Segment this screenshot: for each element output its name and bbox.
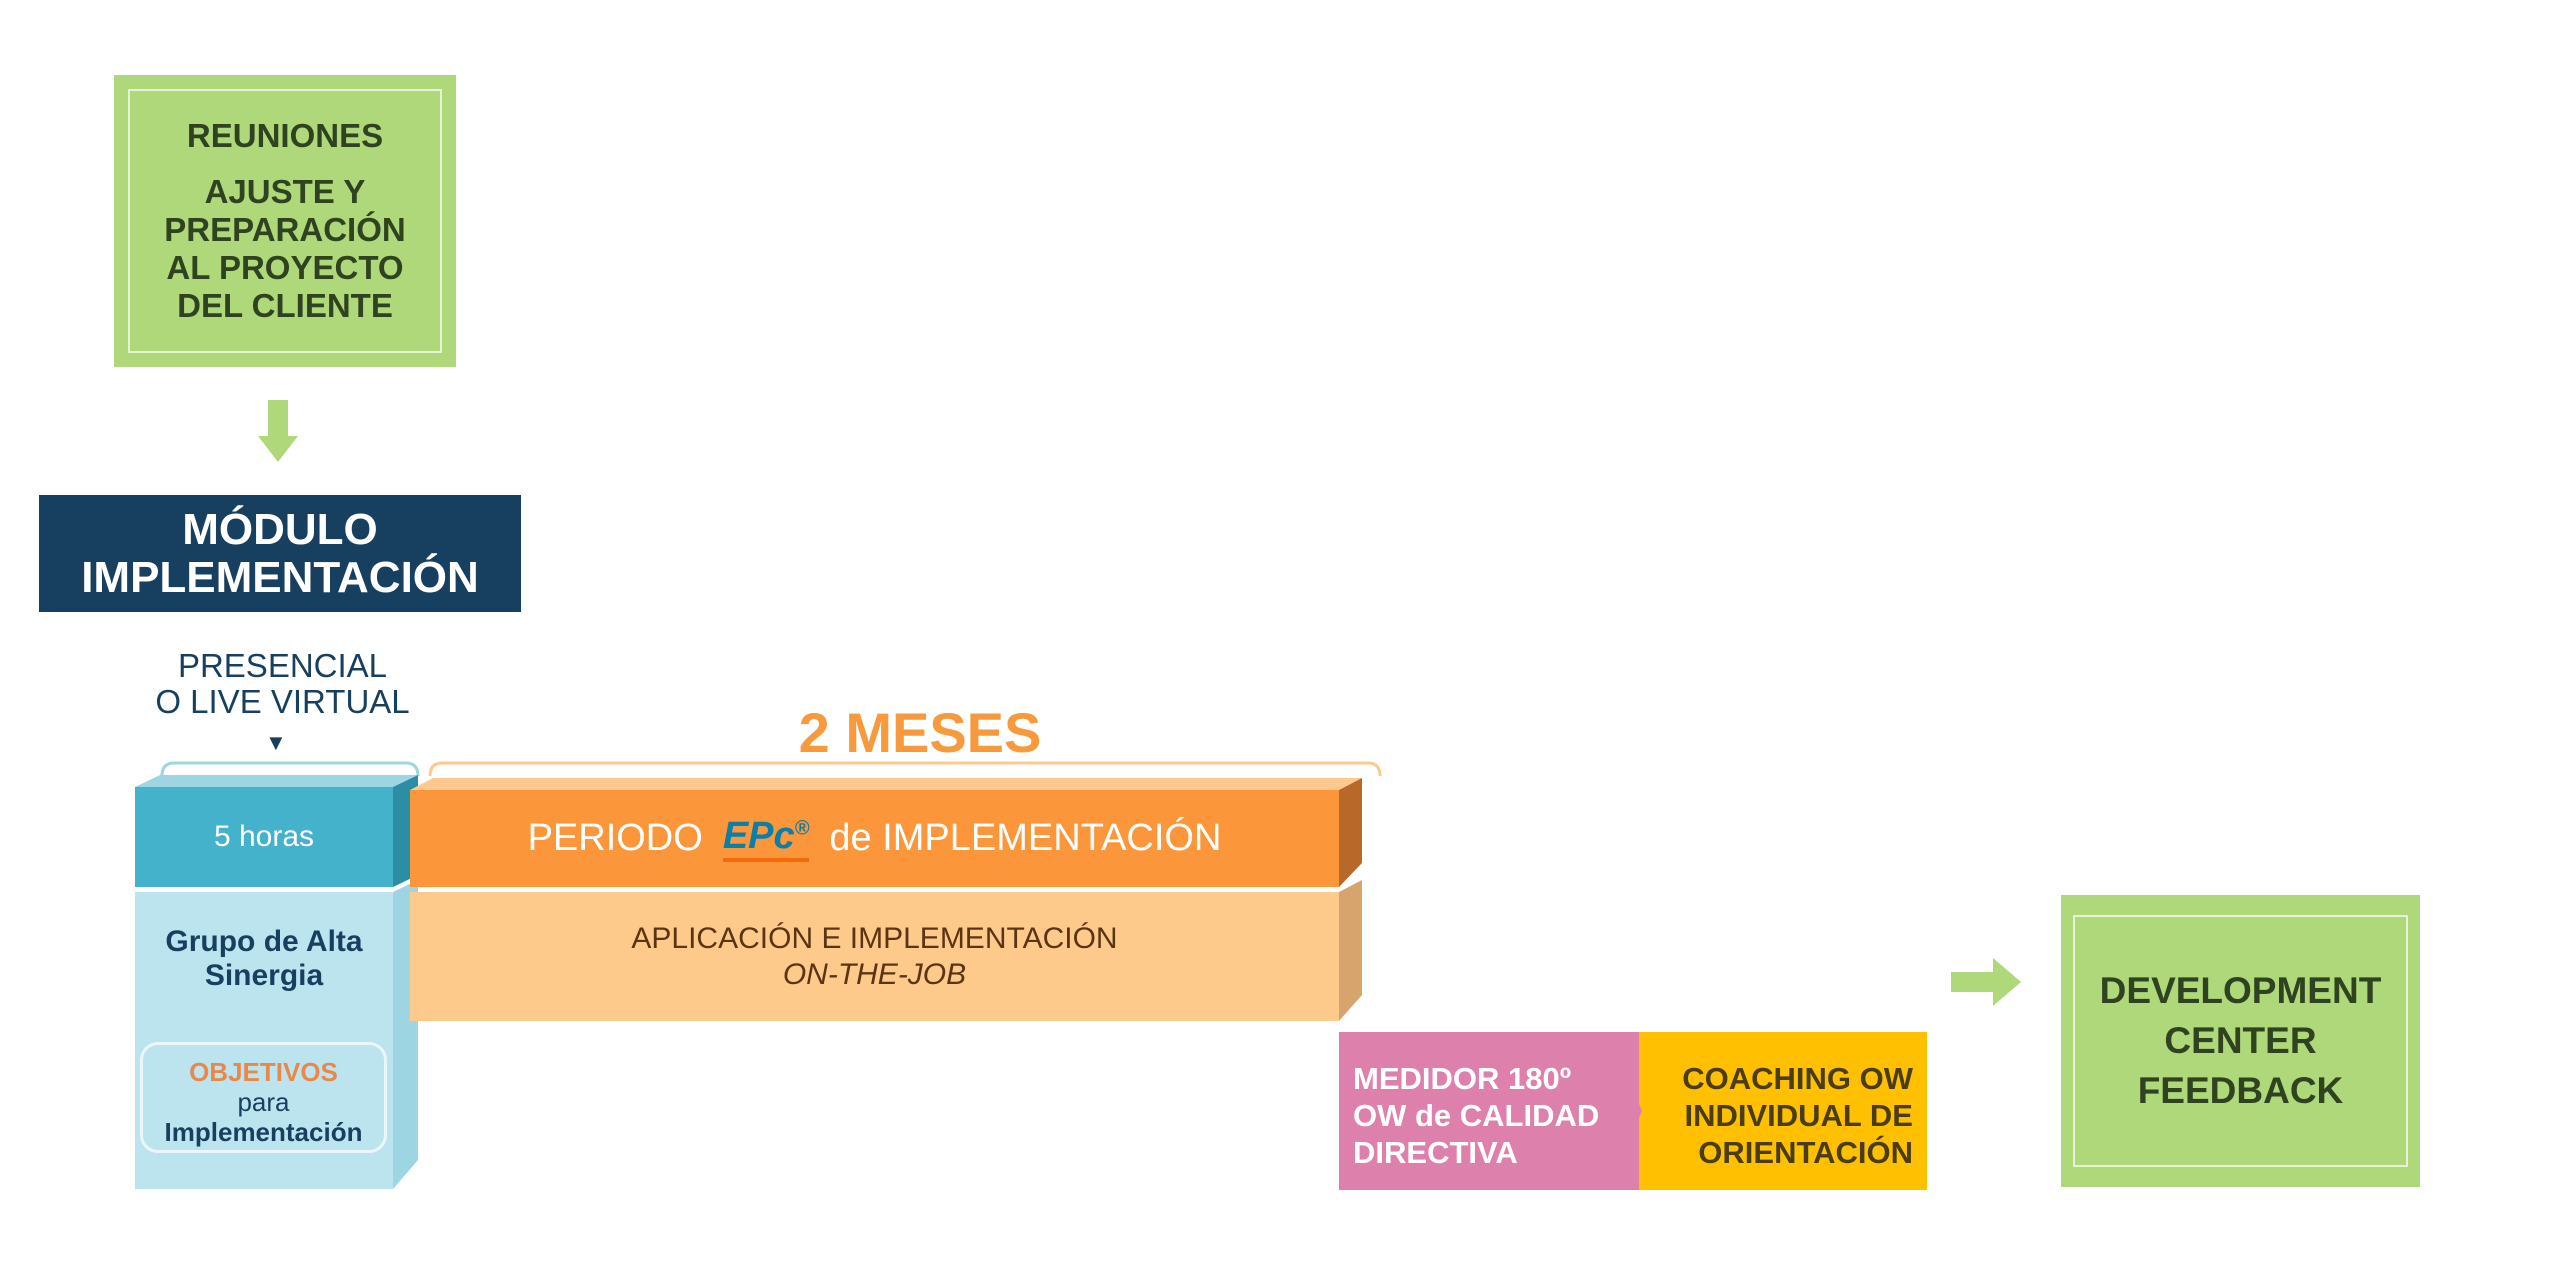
period-prefix: PERIODO <box>527 817 703 859</box>
brace-long <box>428 761 1382 777</box>
objectives-mid: para <box>237 1087 290 1117</box>
objectives-bottom: Implementación <box>164 1117 363 1147</box>
preparation-line: AJUSTE Y <box>204 173 366 210</box>
down-arrow-icon <box>258 400 298 462</box>
period-block: PERIODO EPc® de IMPLEMENTACIÓN <box>410 790 1339 887</box>
coaching-line: ORIENTACIÓN <box>1698 1135 1913 1170</box>
triangle-down-icon: ▼ <box>265 730 287 755</box>
period-suffix: de IMPLEMENTACIÓN <box>829 817 1222 859</box>
brace-short <box>160 761 420 777</box>
preparation-box: REUNIONES AJUSTE Y PREPARACIÓN AL PROYEC… <box>114 75 456 367</box>
hours-top-face <box>135 775 418 787</box>
registered-mark: ® <box>794 817 810 840</box>
medidor-line: DIRECTIVA <box>1353 1135 1518 1170</box>
final-line: DEVELOPMENT <box>2099 970 2382 1011</box>
preparation-line: DEL CLIENTE <box>177 287 393 324</box>
coaching-line: COACHING OW <box>1682 1061 1913 1096</box>
delivery-mode-line1: PRESENCIAL <box>177 647 388 684</box>
coaching-block: COACHING OW INDIVIDUAL DE ORIENTACIÓN <box>1600 1032 1927 1190</box>
objectives-badge: OBJETIVOS para Implementación <box>140 1042 387 1153</box>
right-arrow-icon <box>1951 958 2021 1006</box>
medidor-line: MEDIDOR 180º <box>1353 1061 1572 1096</box>
period-side-face <box>1339 778 1362 887</box>
delivery-mode-line2: O LIVE VIRTUAL <box>155 683 410 720</box>
module-title-line2: IMPLEMENTACIÓN <box>81 552 479 602</box>
final-line: FEEDBACK <box>2137 1070 2344 1111</box>
duration-label: 2 MESES <box>798 701 1042 764</box>
medidor-block: MEDIDOR 180º OW de CALIDAD DIRECTIVA <box>1339 1032 1639 1190</box>
delivery-mode: PRESENCIAL O LIVE VIRTUAL <box>140 648 425 720</box>
module-title-line1: MÓDULO <box>182 504 378 554</box>
period-top-face <box>410 778 1362 790</box>
group-label-line2: Sinergia <box>204 959 324 992</box>
coaching-line: INDIVIDUAL DE <box>1684 1098 1913 1133</box>
objectives-title: OBJETIVOS <box>189 1057 338 1087</box>
preparation-line: AL PROYECTO <box>166 249 404 286</box>
hours-label: 5 horas <box>213 820 315 853</box>
group-block <box>135 892 393 1189</box>
epc-brand: EPc <box>722 815 795 857</box>
module-title: MÓDULO IMPLEMENTACIÓN <box>39 495 521 612</box>
group-label: Grupo de Alta Sinergia <box>135 925 393 993</box>
final-line: CENTER <box>2164 1020 2317 1061</box>
development-center-box: DEVELOPMENT CENTER FEEDBACK <box>2061 895 2420 1187</box>
application-line2: ON-THE-JOB <box>782 957 967 991</box>
application-side-face <box>1339 880 1362 1021</box>
preparation-line: PREPARACIÓN <box>164 211 406 248</box>
group-label-line1: Grupo de Alta <box>165 925 363 958</box>
preparation-title: REUNIONES <box>186 117 384 154</box>
medidor-line: OW de CALIDAD <box>1353 1098 1600 1133</box>
epc-logo: EPc® <box>722 815 810 862</box>
hours-block: 5 horas <box>135 787 393 887</box>
application-block: APLICACIÓN E IMPLEMENTACIÓN ON-THE-JOB <box>410 892 1339 1021</box>
application-line1: APLICACIÓN E IMPLEMENTACIÓN <box>631 921 1118 955</box>
